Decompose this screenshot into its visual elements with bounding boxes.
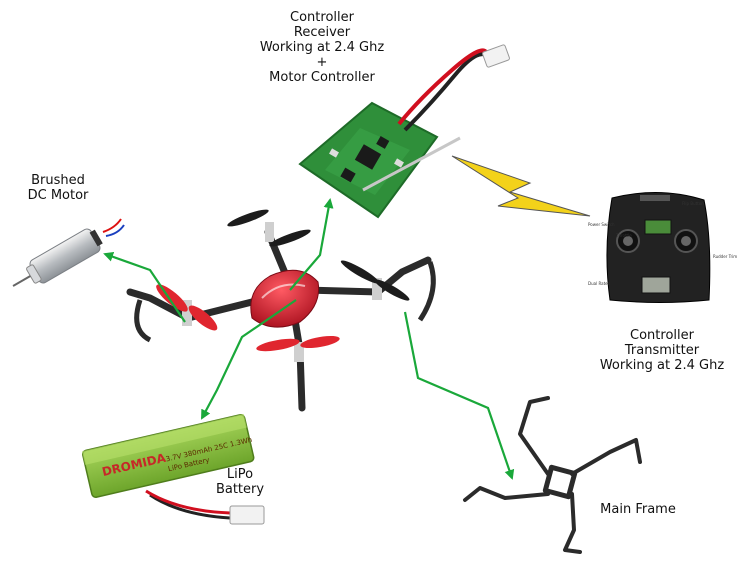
receiver-label-line: Motor Controller <box>269 70 375 85</box>
battery-label: LiPo Battery <box>205 467 275 497</box>
receiver-label: Controller Receiver Working at 2.4 Ghz +… <box>252 10 392 85</box>
arrow-to-battery <box>201 299 297 420</box>
pointer-arrows <box>103 198 515 480</box>
battery-label-line: Battery <box>215 482 265 497</box>
receiver-label-line: Receiver <box>293 25 351 40</box>
lipo-battery: DROMIDA 3.7V 380mAh 25C 1.3Wh LiPo Batte… <box>81 413 265 525</box>
arrow-to-receiver <box>289 198 334 291</box>
quadcopter-assembled <box>126 209 436 412</box>
transmitter-label: Controller Transmitter Working at 2.4 Gh… <box>588 328 736 373</box>
svg-text:Flip Button: Flip Button <box>682 201 704 206</box>
battery-label-line: LiPo <box>226 467 254 482</box>
motor-label-line: Brushed <box>31 173 85 188</box>
transmitter-label-line: Working at 2.4 Ghz <box>599 358 725 373</box>
motor-label-line: DC Motor <box>27 188 89 203</box>
transmitter-label-line: Transmitter <box>624 343 700 358</box>
frame-label-line: Main Frame <box>600 502 676 517</box>
arrow-to-motor <box>103 251 186 323</box>
transmitter-label-line: Controller <box>630 328 694 343</box>
receiver-label-line: Controller <box>290 10 354 25</box>
svg-text:Power Switch: Power Switch <box>588 222 615 227</box>
controller-transmitter: Throttle Power Switch Flip Button Rudder… <box>588 192 737 303</box>
frame-label: Main Frame <box>590 502 686 517</box>
main-frame <box>463 396 642 554</box>
motor-label: Brushed DC Motor <box>18 173 98 203</box>
receiver-pcb <box>298 44 510 219</box>
svg-text:Rudder Trim: Rudder Trim <box>713 254 737 259</box>
brushed-dc-motor <box>12 218 125 287</box>
svg-text:Dual Rates: Dual Rates <box>588 281 610 286</box>
wireless-bolt-icon <box>451 155 591 217</box>
svg-text:Throttle: Throttle <box>615 233 632 238</box>
arrow-to-frame <box>403 311 515 480</box>
receiver-label-line: Working at 2.4 Ghz <box>259 40 385 55</box>
receiver-label-line: + <box>316 55 328 70</box>
